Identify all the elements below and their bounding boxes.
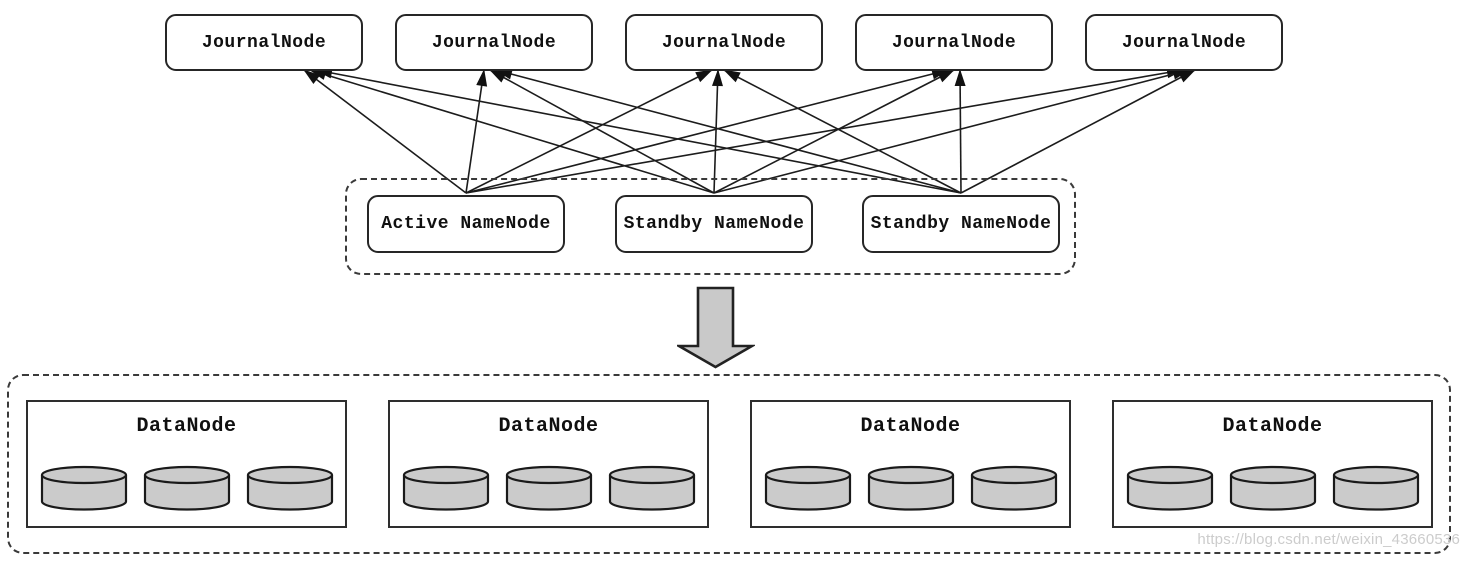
journalnode-label: JournalNode [891,32,1017,53]
namenode-label: Standby NameNode [623,214,805,234]
journalnode-box-5: JournalNode [1085,14,1283,71]
namenode-to-journalnode-arrow [954,69,966,194]
disk-cylinder-icon [1332,465,1419,511]
datanode-box-1: DataNode [26,400,347,528]
namenode-to-journalnode-arrow [309,69,715,194]
disk-row [1114,464,1431,512]
datanode-label: DataNode [498,415,599,438]
standby-namenode-box-2: Standby NameNode [862,195,1060,253]
journalnode-label: JournalNode [431,32,557,53]
disk-cylinder-icon [970,465,1057,511]
disk-row [390,464,707,512]
disk-cylinder-icon [143,465,230,511]
datanode-label: DataNode [136,415,237,438]
namenode-label: Standby NameNode [870,214,1052,234]
disk-cylinder-icon [1126,465,1213,511]
datanode-label: DataNode [860,415,961,438]
disk-cylinder-icon [867,465,954,511]
disk-row [28,464,345,512]
namenode-to-journalnode-arrow [713,68,1190,194]
namenode-to-journalnode-arrow [465,69,713,194]
watermark-text: https://blog.csdn.net/weixin_43660536 [1197,531,1460,548]
datanode-box-2: DataNode [388,400,709,528]
disk-cylinder-icon [764,465,851,511]
datanode-cluster-container [7,374,1451,554]
namenode-to-journalnode-arrow [465,69,488,194]
journalnode-label: JournalNode [201,32,327,53]
disk-cylinder-icon [40,465,127,511]
namenode-cluster-container [345,178,1076,275]
disk-cylinder-icon [1229,465,1316,511]
namenode-to-journalnode-arrow [465,68,949,194]
disk-cylinder-icon [246,465,333,511]
journalnode-label: JournalNode [1121,32,1247,53]
datanode-box-3: DataNode [750,400,1071,528]
namenode-to-journalnode-arrow [489,69,715,194]
namenode-to-journalnode-arrow [495,68,962,194]
disk-row [752,464,1069,512]
journalnode-box-4: JournalNode [855,14,1053,71]
namenode-to-journalnode-arrow [465,67,1184,194]
disk-cylinder-icon [402,465,489,511]
namenode-to-journalnode-arrow [711,69,723,194]
journalnode-box-1: JournalNode [165,14,363,71]
active-namenode-box: Active NameNode [367,195,565,253]
namenode-to-journalnode-arrow [315,67,962,194]
datanode-label: DataNode [1222,415,1323,438]
journalnode-box-3: JournalNode [625,14,823,71]
journalnode-box-2: JournalNode [395,14,593,71]
standby-namenode-box-1: Standby NameNode [615,195,813,253]
disk-cylinder-icon [608,465,695,511]
namenode-label: Active NameNode [381,214,551,234]
namenode-to-journalnode-arrow [713,69,955,194]
journalnode-label: JournalNode [661,32,787,53]
namenode-to-journalnode-arrow [723,69,962,194]
datanode-box-4: DataNode [1112,400,1433,528]
namenode-to-journalnode-arrow [960,69,1196,194]
flow-down-arrow-icon [677,286,755,369]
disk-cylinder-icon [505,465,592,511]
namenode-to-journalnode-arrow [303,69,467,194]
